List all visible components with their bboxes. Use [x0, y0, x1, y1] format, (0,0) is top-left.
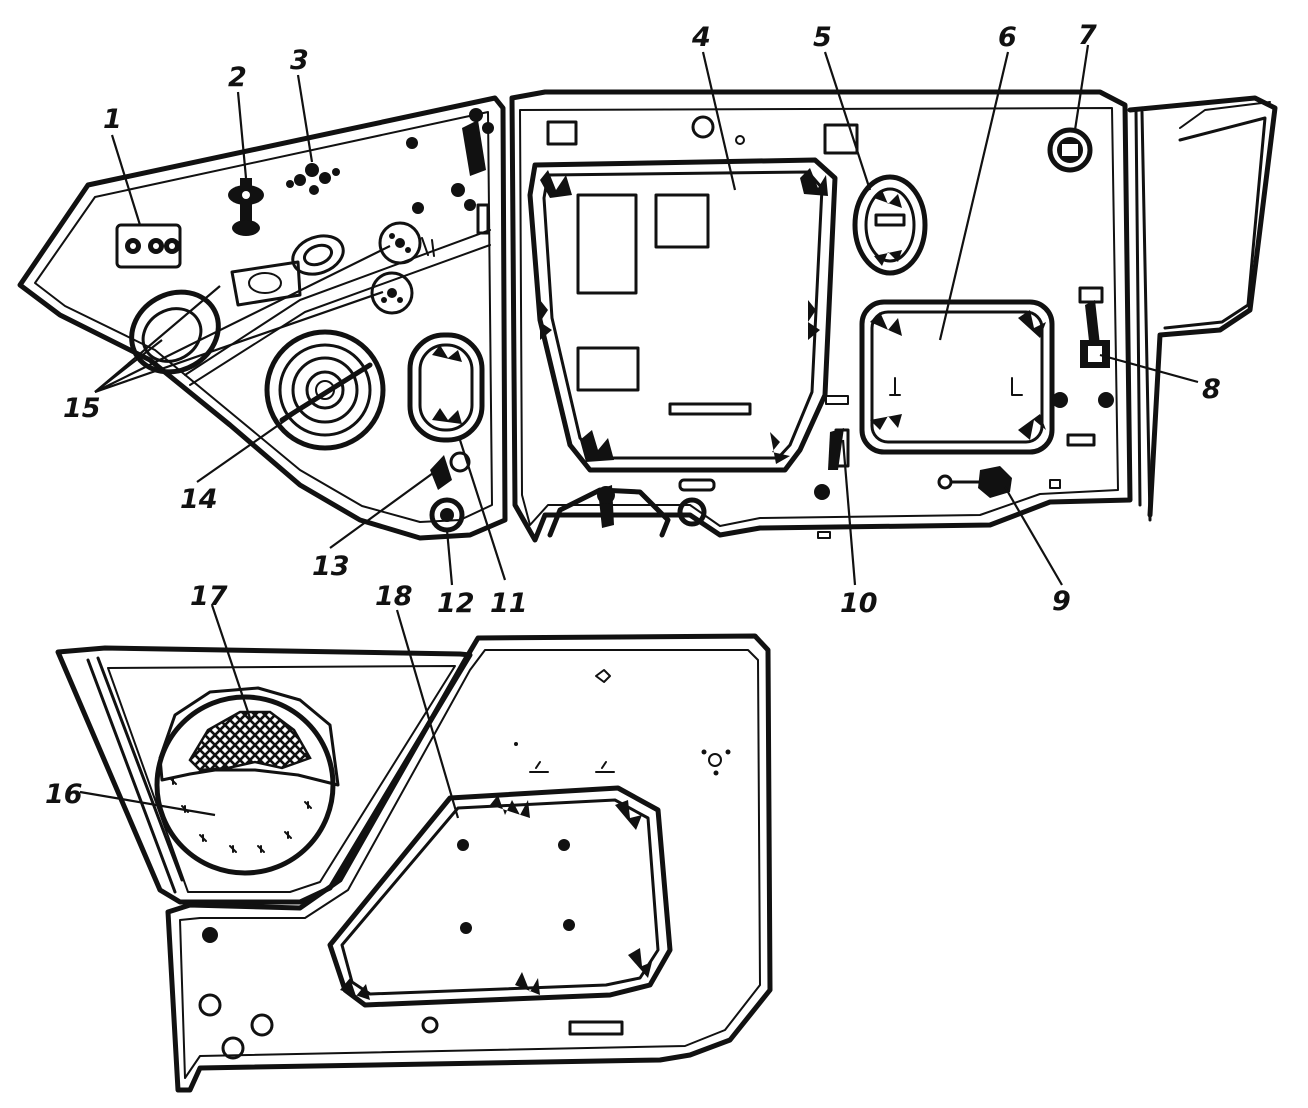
callout-4: 4 [691, 22, 711, 53]
lower-fasteners [429, 451, 471, 533]
lock-knob-2 [228, 178, 264, 236]
oval-cover-11 [407, 332, 485, 443]
callout-labels: 1 2 3 4 5 6 7 8 9 10 11 12 13 14 15 16 1… [45, 20, 1221, 810]
lower-window-18 [327, 785, 673, 1008]
callout-6: 6 [998, 22, 1017, 53]
callout-8: 8 [1202, 374, 1221, 405]
callout-14: 14 [180, 484, 218, 515]
upper-right-panel [509, 89, 1278, 543]
callout-13: 13 [312, 551, 350, 582]
lower-panel [55, 633, 773, 1093]
callout-5: 5 [813, 22, 832, 53]
clip-cluster-3 [286, 163, 340, 195]
upper-left-panel [17, 95, 508, 541]
callout-11: 11 [490, 588, 528, 619]
latch-8 [1078, 286, 1110, 368]
callout-2: 2 [228, 62, 247, 93]
clip-9 [937, 466, 1061, 498]
leader-lines [79, 44, 1199, 819]
window-switch-knobs [370, 221, 435, 315]
callout-18: 18 [375, 581, 413, 612]
speaker-grille-17 [154, 686, 340, 876]
oval-cover-5 [852, 174, 928, 276]
handle-10 [814, 395, 850, 500]
callout-9: 9 [1052, 586, 1071, 617]
callout-1: 1 [103, 104, 122, 135]
speaker-cover-16 [169, 777, 312, 853]
bottom-latch [547, 478, 831, 539]
callout-17: 17 [190, 581, 228, 612]
square-cover-6 [859, 299, 1055, 455]
upper-clips [451, 108, 494, 235]
callout-10: 10 [840, 588, 878, 619]
switch-block-1 [115, 223, 182, 269]
callout-3: 3 [290, 45, 309, 76]
callout-16: 16 [45, 779, 83, 810]
grille-7 [1047, 127, 1093, 173]
speaker-14 [264, 329, 386, 451]
callout-15: 15 [63, 393, 101, 424]
callout-7: 7 [1078, 20, 1097, 51]
callout-12: 12 [437, 588, 475, 619]
window-opening-4 [527, 135, 838, 473]
inner-handle [230, 234, 345, 307]
